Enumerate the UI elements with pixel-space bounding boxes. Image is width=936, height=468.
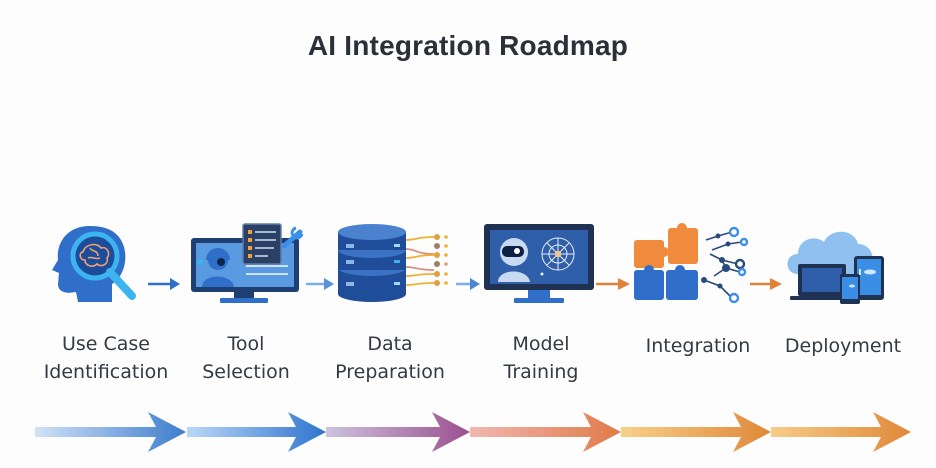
label-line: Data [367, 333, 413, 355]
label-line: Preparation [335, 361, 445, 383]
step-label-deployment: Deployment [770, 332, 916, 360]
label-line: Training [503, 361, 579, 383]
label-line: Use Case [61, 333, 151, 355]
step-label-use-case-identification: Use Case Identification [26, 330, 186, 386]
label-line: Model [512, 333, 570, 355]
label-line: Identification [43, 361, 169, 383]
puzzle-network-icon [634, 223, 749, 304]
cloud-devices-icon [787, 231, 884, 304]
head-magnifier-brain-icon [52, 226, 136, 302]
timeline-arrow-segment [470, 412, 621, 452]
step-label-model-training: Model Training [468, 330, 614, 386]
connector-arrow-icon [456, 278, 480, 290]
monitor-robot-network-icon [484, 224, 594, 303]
step-label-tool-selection: Tool Selection [172, 330, 320, 386]
timeline-arrow-segment [621, 412, 771, 452]
database-stack-icon [338, 224, 448, 302]
connector-arrow-icon [750, 278, 782, 290]
timeline-arrows [35, 412, 911, 452]
connector-arrow-icon [306, 278, 334, 290]
connector-arrow-icon [148, 278, 180, 290]
timeline-arrow-segment [187, 412, 326, 452]
label-line: Tool [227, 333, 265, 355]
step-label-integration: Integration [618, 332, 778, 360]
timeline-arrow-segment [771, 412, 911, 452]
connector-arrow-icon [596, 278, 630, 290]
timeline-arrow-segment [35, 412, 186, 452]
page-title: AI Integration Roadmap [307, 30, 629, 61]
label-line: Integration [645, 335, 751, 357]
timeline-arrow-segment [326, 412, 470, 452]
step-label-data-preparation: Data Preparation [316, 330, 464, 386]
label-line: Selection [202, 361, 290, 383]
label-line: Deployment [784, 335, 902, 357]
monitor-checklist-wrench-icon [191, 223, 304, 303]
